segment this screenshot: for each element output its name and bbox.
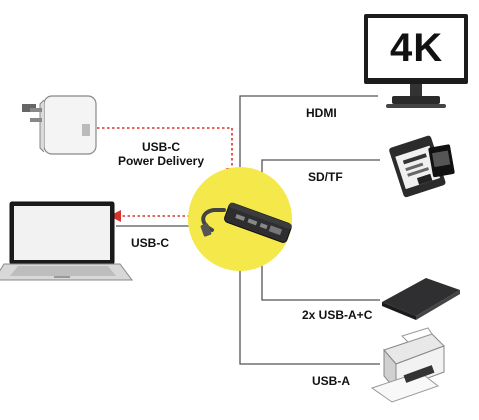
hdmi-line: [239, 95, 378, 176]
sdtf-label: SD/TF: [308, 170, 343, 184]
usb-a-c-line: [261, 250, 380, 301]
usb-a-c-label: 2x USB-A+C: [302, 308, 373, 322]
usb-a-line: [239, 262, 380, 365]
printer-icon: [370, 327, 445, 403]
power-delivery-line1: USB-C: [142, 140, 180, 154]
usb-hub: [188, 167, 292, 271]
power-adapter-icon: [22, 95, 97, 155]
hdmi-label: HDMI: [306, 106, 337, 120]
monitor-4k-text: 4K: [390, 26, 444, 70]
sd-card-icon: [389, 135, 455, 198]
monitor-icon: [364, 14, 468, 108]
laptop-icon: [0, 201, 133, 281]
laptop-arrow: [109, 210, 190, 222]
power-delivery-line2: Power Delivery: [117, 154, 205, 168]
power-delivery-label: USB-C Power Delivery: [106, 140, 216, 168]
usbc-laptop-label: USB-C: [131, 236, 169, 250]
external-drive-icon: [382, 278, 460, 320]
usb-a-label: USB-A: [312, 374, 350, 388]
